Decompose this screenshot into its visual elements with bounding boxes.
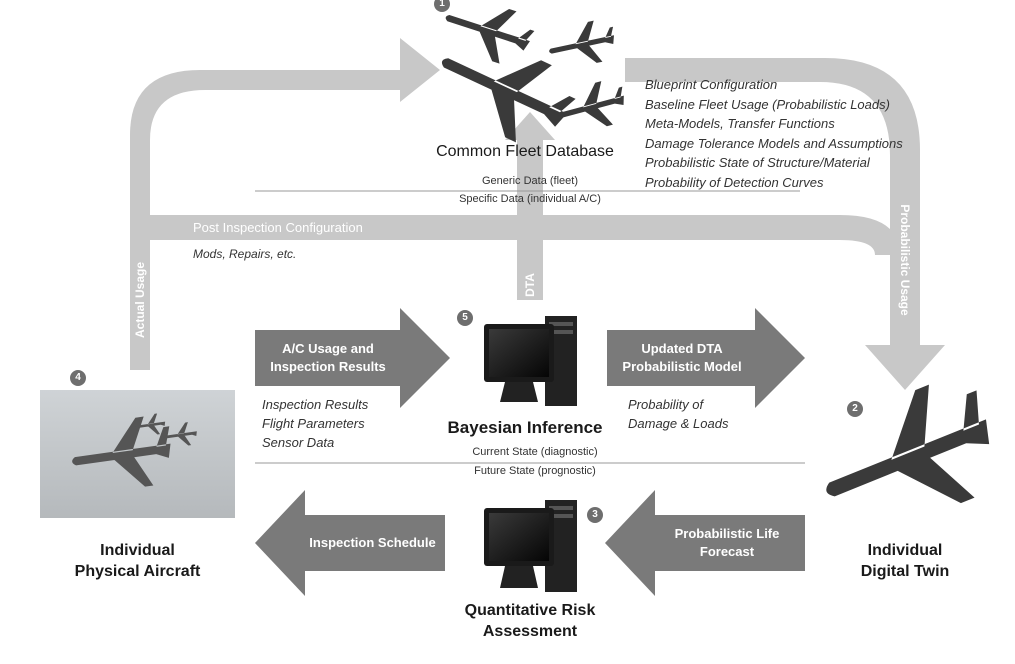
physical-aircraft-label: Individual Physical Aircraft xyxy=(74,542,201,580)
probabilistic-usage-label: Probabilistic Usage xyxy=(898,204,912,316)
aircraft-icon xyxy=(441,8,624,143)
badge-fleet: 1 xyxy=(434,0,450,12)
input-item: Inspection Results xyxy=(262,397,369,412)
input-items-list: Inspection Results Flight Parameters Sen… xyxy=(262,395,368,452)
model-item: Damage & Loads xyxy=(628,416,729,431)
fleet-item: Blueprint Configuration xyxy=(645,77,778,92)
probabilistic-usage-arrow xyxy=(625,58,945,390)
bayesian-label: Bayesian Inference xyxy=(447,418,603,437)
model-items-list: Probability of Damage & Loads xyxy=(628,395,728,433)
input-item: Sensor Data xyxy=(262,435,335,450)
actual-usage-arrow xyxy=(130,38,440,370)
life-forecast-label: Probabilistic Life Forecast xyxy=(674,526,780,559)
badge-risk: 3 xyxy=(587,507,603,523)
risk-assessment-label: Quantitative Risk Assessment xyxy=(464,602,596,640)
fleet-item: Baseline Fleet Usage (Probabilistic Load… xyxy=(645,96,890,112)
inspection-schedule-label: Inspection Schedule xyxy=(309,535,436,550)
updated-dta-arrow xyxy=(607,308,805,408)
fleet-items-list: Blueprint Configuration Baseline Fleet U… xyxy=(645,75,903,192)
model-item: Probability of xyxy=(628,397,704,412)
digital-twin-aircraft-icon xyxy=(826,384,990,504)
post-inspection-label: Post Inspection Configuration xyxy=(193,220,363,235)
life-forecast-arrow xyxy=(605,490,805,596)
input-item: Flight Parameters xyxy=(262,416,365,431)
inspection-schedule-arrow xyxy=(255,490,445,596)
post-inspection-sub: Mods, Repairs, etc. xyxy=(193,247,297,261)
generic-data-label: Generic Data (fleet) xyxy=(482,175,578,187)
computer-icon xyxy=(484,316,577,406)
usage-inspection-label: A/C Usage and Inspection Results xyxy=(270,341,386,374)
fleet-item: Probability of Detection Curves xyxy=(645,174,824,190)
fleet-db-label: Common Fleet Database xyxy=(436,143,614,160)
dta-arrow xyxy=(505,112,555,300)
fleet-item: Meta-Models, Transfer Functions xyxy=(645,116,835,131)
specific-data-label: Specific Data (individual A/C) xyxy=(459,193,601,205)
digital-twin-label: Individual Digital Twin xyxy=(860,542,950,580)
current-state-label: Current State (diagnostic) xyxy=(472,446,598,458)
dta-label: DTA xyxy=(523,273,537,297)
fleet-item: Probabilistic State of Structure/Materia… xyxy=(645,155,870,170)
badge-bayes: 5 xyxy=(457,310,473,326)
badge-twin: 2 xyxy=(847,401,863,417)
fleet-item: Damage Tolerance Models and Assumptions xyxy=(645,135,903,151)
risk-computer-icon xyxy=(484,500,577,592)
future-state-label: Future State (prognostic) xyxy=(474,465,596,477)
updated-dta-label: Updated DTA Probabilistic Model xyxy=(622,341,742,374)
actual-usage-label: Actual Usage xyxy=(133,261,147,339)
badge-physical: 4 xyxy=(70,370,86,386)
aircraft-photo xyxy=(40,390,235,518)
usage-inspection-arrow xyxy=(255,308,450,408)
